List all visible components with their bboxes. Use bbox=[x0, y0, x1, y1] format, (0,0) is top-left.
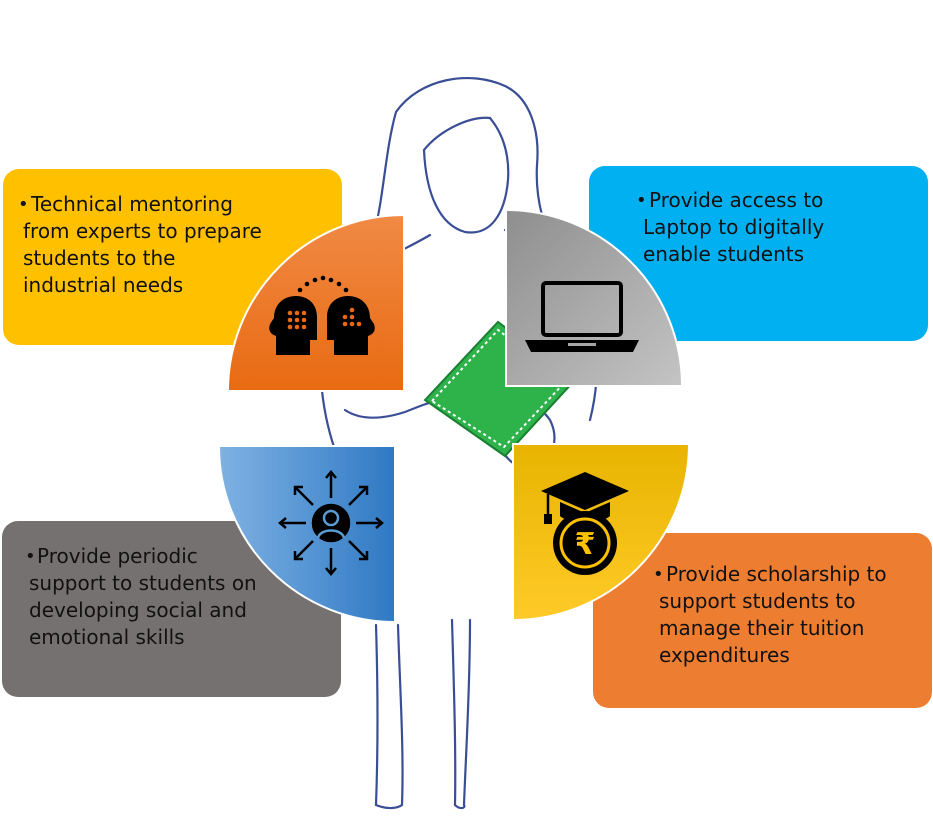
scholarship-line-1: Provide scholarship to bbox=[666, 562, 887, 586]
social-line-4: emotional skills bbox=[29, 625, 185, 649]
mentoring-heads-icon bbox=[269, 275, 375, 355]
laptop-line-2: Laptop to digitally bbox=[643, 215, 825, 239]
social-line-1: Provide periodic bbox=[37, 544, 198, 568]
laptop-icon bbox=[525, 281, 639, 352]
blue-quadrant bbox=[217, 445, 396, 624]
laptop-line-1: Provide access to bbox=[649, 188, 824, 212]
social-line-3: developing social and bbox=[29, 598, 247, 622]
bullet-marker: • bbox=[653, 564, 664, 585]
social-emotional-box: • Provide periodic support to students o… bbox=[2, 521, 341, 697]
orange-quadrant bbox=[226, 213, 405, 392]
bullet-marker: • bbox=[25, 546, 36, 567]
scholarship-line-4: expenditures bbox=[659, 643, 790, 667]
grey-quadrant bbox=[505, 208, 684, 387]
social-line-2: support to students on bbox=[29, 571, 257, 595]
bullet-marker: • bbox=[636, 190, 647, 211]
svg-text:₹: ₹ bbox=[575, 527, 596, 562]
mentoring-line-3: students to the bbox=[23, 246, 176, 270]
mentoring-line-4: industrial needs bbox=[23, 273, 184, 297]
figure-face-outline bbox=[422, 116, 510, 234]
mentoring-line-2: from experts to prepare bbox=[23, 219, 262, 243]
laptop-line-3: enable students bbox=[643, 242, 805, 266]
scholarship-line-2: support students to bbox=[659, 589, 856, 613]
mentoring-line-1: Technical mentoring bbox=[31, 192, 233, 216]
scholarship-box: • Provide scholarship to support student… bbox=[593, 533, 932, 708]
person-arrows-icon bbox=[278, 470, 384, 576]
bullet-marker: • bbox=[18, 194, 29, 215]
figure-legs-outline bbox=[374, 618, 472, 807]
graduation-rupee-icon: ₹ bbox=[541, 472, 629, 575]
laptop-box: • Provide access to Laptop to digitally … bbox=[589, 166, 928, 341]
scholarship-line-3: manage their tuition bbox=[659, 616, 865, 640]
